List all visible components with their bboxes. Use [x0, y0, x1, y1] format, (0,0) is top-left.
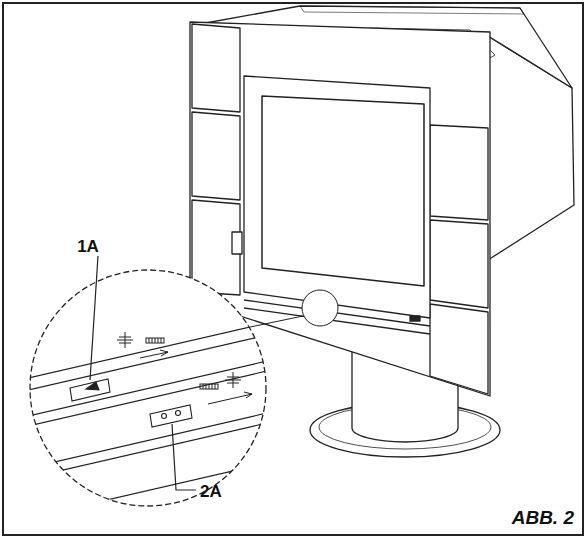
leader-line: [90, 256, 196, 490]
figure-frame: [3, 3, 583, 535]
detail-zoom: [20, 256, 280, 520]
adjuster-2a: [150, 405, 192, 427]
adjuster-1a: [70, 379, 110, 401]
figure-caption: ABB. 2: [512, 508, 574, 527]
adjust-symbols: [117, 332, 252, 404]
callout-number: 2A: [200, 483, 222, 500]
callout-number: 1A: [77, 238, 99, 255]
